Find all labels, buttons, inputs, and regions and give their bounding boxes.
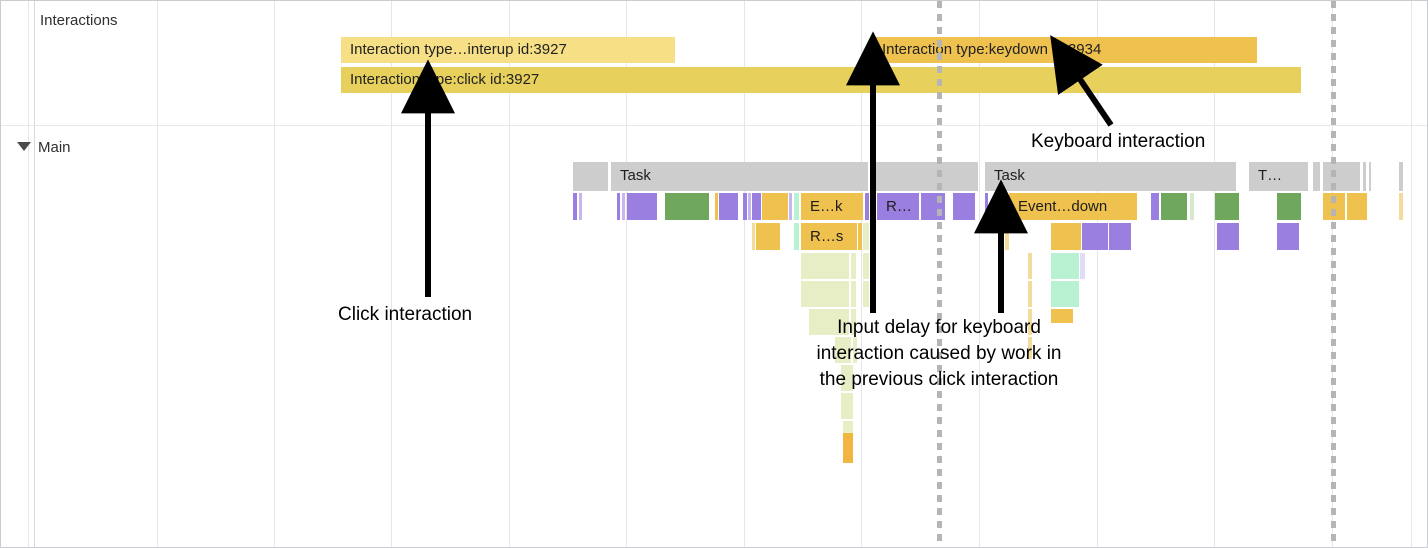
flame-block[interactable] [843, 421, 853, 433]
flame-block[interactable] [665, 193, 709, 220]
flame-block[interactable] [756, 223, 780, 250]
flame-block[interactable] [573, 193, 577, 220]
flame-block[interactable] [1051, 253, 1079, 279]
flame-block[interactable] [1215, 193, 1239, 220]
flame-block[interactable] [1082, 223, 1108, 250]
flame-block[interactable] [863, 223, 869, 250]
gridline [1411, 1, 1412, 547]
track-divider [1, 125, 1427, 126]
flame-block[interactable] [1051, 223, 1081, 250]
interaction-bar-keydown[interactable]: Interaction type:keydown id:3934 [873, 37, 1257, 63]
gridline [861, 1, 862, 547]
flame-block[interactable] [1005, 223, 1009, 250]
flame-block[interactable] [1399, 193, 1403, 220]
run-block-2[interactable]: R… [877, 193, 919, 220]
flame-block[interactable] [743, 193, 747, 220]
dashed-marker-2 [1331, 1, 1336, 547]
run-block-short[interactable]: R…s [801, 223, 857, 250]
flame-block[interactable] [809, 309, 849, 335]
interaction-bar-pointerup[interactable]: Interaction type…interup id:3927 [341, 37, 675, 63]
flame-block[interactable] [853, 337, 857, 363]
gridline [28, 1, 29, 547]
flame-block[interactable] [579, 193, 582, 220]
annotation-input-delay: Input delay for keyboard interaction cau… [816, 317, 1062, 390]
flame-block[interactable] [762, 193, 788, 220]
task-block-1[interactable]: Task [611, 162, 869, 191]
gridline [157, 1, 158, 547]
flame-block[interactable] [794, 193, 799, 220]
task-block[interactable] [871, 162, 979, 191]
gridline [509, 1, 510, 547]
flame-block[interactable] [752, 223, 755, 250]
interaction-bar-click[interactable]: Interaction type:click id:3927 [341, 67, 1301, 93]
task-block[interactable] [573, 162, 609, 191]
flame-block[interactable] [858, 223, 862, 250]
gridline [744, 1, 745, 547]
flame-block[interactable] [1028, 281, 1032, 307]
flame-block[interactable] [871, 193, 875, 220]
gridline [391, 1, 392, 547]
flame-block[interactable] [835, 337, 851, 363]
task-block[interactable] [1313, 162, 1321, 191]
flame-block[interactable] [1347, 193, 1367, 220]
flame-block[interactable] [841, 393, 853, 419]
task-block-2[interactable]: Task [985, 162, 1237, 191]
event-click-block[interactable]: E…k [801, 193, 863, 220]
task-block[interactable] [1323, 162, 1361, 191]
task-block[interactable] [1363, 162, 1367, 191]
flame-block[interactable] [617, 193, 620, 220]
flame-block[interactable] [748, 193, 751, 220]
event-keydown-block[interactable]: Event…down [1009, 193, 1137, 220]
track-label-interactions[interactable]: Interactions [40, 12, 118, 29]
flame-block[interactable] [1109, 223, 1131, 250]
flame-block[interactable] [1161, 193, 1187, 220]
flame-block[interactable] [863, 253, 869, 279]
flame-block[interactable] [843, 433, 853, 463]
flame-block[interactable] [851, 309, 856, 335]
flame-block[interactable] [719, 193, 738, 220]
flame-block[interactable] [865, 193, 869, 220]
annotation-click-interaction: Click interaction [338, 304, 473, 325]
flame-block[interactable] [789, 193, 792, 220]
annotation-keyboard-interaction: Keyboard interaction [1031, 131, 1206, 152]
flame-block[interactable] [627, 193, 657, 220]
flame-block[interactable] [1051, 281, 1079, 307]
flame-block[interactable] [794, 223, 799, 250]
flame-block[interactable] [1277, 193, 1301, 220]
flame-block[interactable] [863, 281, 869, 307]
flame-block[interactable] [801, 253, 849, 279]
task-block-3[interactable]: T… [1249, 162, 1309, 191]
flame-block[interactable] [715, 193, 718, 220]
flame-block[interactable] [1277, 223, 1299, 250]
flame-block[interactable] [1028, 337, 1032, 359]
gridline [1097, 1, 1098, 547]
flame-block[interactable] [752, 193, 761, 220]
flame-block[interactable] [985, 193, 988, 220]
flame-block[interactable] [1028, 253, 1032, 279]
gridline [1214, 1, 1215, 547]
task-block[interactable] [1369, 162, 1372, 191]
flame-block[interactable] [1051, 309, 1073, 323]
track-label-main[interactable]: Main [38, 139, 71, 156]
triangle-down-icon[interactable] [17, 142, 31, 151]
flame-block[interactable] [1217, 223, 1239, 250]
flame-block[interactable] [851, 253, 856, 279]
flame-block[interactable] [1005, 193, 1008, 220]
gridline [274, 1, 275, 547]
flame-block[interactable] [851, 281, 856, 307]
flame-block[interactable] [622, 193, 625, 220]
flame-block[interactable] [1080, 253, 1085, 279]
gridline [626, 1, 627, 547]
task-block[interactable] [1399, 162, 1404, 191]
flame-block[interactable] [953, 193, 975, 220]
dashed-marker-1 [937, 1, 942, 547]
flame-block[interactable] [841, 365, 853, 391]
flame-block[interactable] [1190, 193, 1194, 220]
gridline [979, 1, 980, 547]
flame-block[interactable] [1151, 193, 1159, 220]
flame-block[interactable] [1028, 309, 1032, 335]
gutter-divider [34, 1, 35, 547]
flame-block[interactable] [801, 281, 849, 307]
